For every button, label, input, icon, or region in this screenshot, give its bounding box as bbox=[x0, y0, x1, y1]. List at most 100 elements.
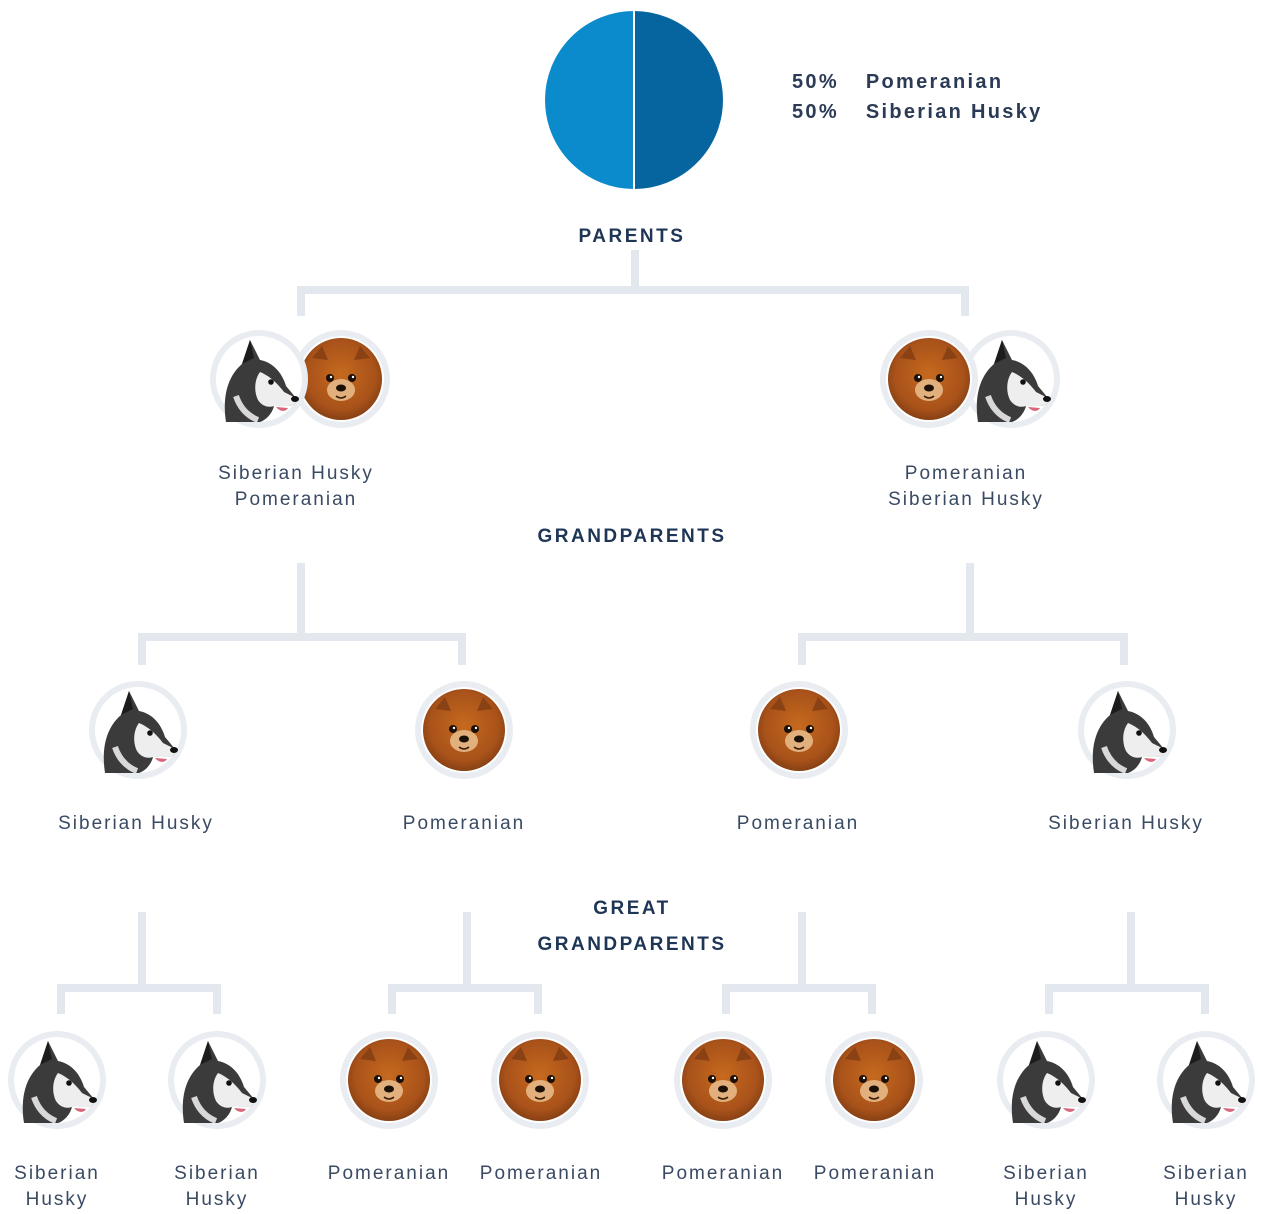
parent-2-avatar-back bbox=[962, 330, 1060, 428]
breed-line: Husky bbox=[1014, 1189, 1078, 1210]
great-grandparent-6-avatar bbox=[825, 1031, 923, 1129]
great-grandparent-5-avatar bbox=[674, 1031, 772, 1129]
legend-row-pomeranian: 50% Pomeranian bbox=[792, 67, 1043, 97]
connector-line bbox=[138, 633, 146, 665]
heading-grandparents: GRANDPARENTS bbox=[537, 526, 727, 547]
legend-breed: Pomeranian bbox=[865, 71, 1004, 93]
connector-line bbox=[463, 912, 471, 992]
breed-line: Siberian bbox=[1003, 1163, 1089, 1184]
great-grandparent-5-label: Pomeranian bbox=[648, 1161, 798, 1187]
husky-icon bbox=[968, 336, 1054, 422]
breed-line: Siberian bbox=[1163, 1163, 1249, 1184]
pie-slice-siberian-husky bbox=[633, 10, 724, 190]
breed-line: Pomeranian bbox=[327, 1163, 451, 1184]
pie-slice-pomeranian bbox=[544, 10, 635, 190]
connector-line bbox=[138, 912, 146, 992]
connector-line bbox=[1120, 633, 1128, 665]
heading-great: GREAT bbox=[593, 898, 671, 919]
connector-line bbox=[57, 984, 221, 992]
parent-1-avatar-front bbox=[210, 330, 308, 428]
breed-line: Pomeranian bbox=[479, 1163, 603, 1184]
connector-line bbox=[722, 984, 876, 992]
legend-percent: 50% bbox=[792, 71, 839, 93]
legend-breed: Siberian Husky bbox=[865, 101, 1043, 123]
great-grandparent-1-avatar bbox=[8, 1031, 106, 1129]
connector-line bbox=[961, 286, 969, 316]
husky-icon bbox=[216, 336, 302, 422]
pomeranian-icon bbox=[831, 1037, 917, 1123]
breed-line: Siberian bbox=[14, 1163, 100, 1184]
composition-legend: 50% Pomeranian 50% Siberian Husky bbox=[792, 67, 1043, 127]
connector-line bbox=[798, 633, 806, 665]
connector-line bbox=[297, 286, 969, 294]
great-grandparent-4-avatar bbox=[491, 1031, 589, 1129]
breed-line: Pomeranian bbox=[904, 463, 1028, 484]
husky-icon bbox=[174, 1037, 260, 1123]
husky-icon bbox=[1003, 1037, 1089, 1123]
breed-line: Pomeranian bbox=[813, 1163, 937, 1184]
grandparent-1-avatar bbox=[89, 681, 187, 779]
connector-line bbox=[722, 984, 730, 1014]
connector-line bbox=[297, 286, 305, 316]
connector-line bbox=[57, 984, 65, 1014]
great-grandparent-3-avatar bbox=[340, 1031, 438, 1129]
great-grandparent-3-label: Pomeranian bbox=[314, 1161, 464, 1187]
breed-line: Siberian Husky bbox=[888, 489, 1044, 510]
breed-line: Siberian Husky bbox=[218, 463, 374, 484]
breed-line: Pomeranian bbox=[661, 1163, 785, 1184]
pomeranian-icon bbox=[497, 1037, 583, 1123]
connector-line bbox=[966, 563, 974, 641]
grandparent-3-label: Pomeranian bbox=[736, 813, 860, 834]
great-grandparent-8-avatar bbox=[1157, 1031, 1255, 1129]
connector-line bbox=[388, 984, 542, 992]
breed-line: Husky bbox=[25, 1189, 89, 1210]
connector-line bbox=[798, 912, 806, 992]
great-grandparent-8-label: Siberian Husky bbox=[1145, 1161, 1265, 1213]
breed-line: Husky bbox=[185, 1189, 249, 1210]
breed-line: Pomeranian bbox=[234, 489, 358, 510]
legend-row-husky: 50% Siberian Husky bbox=[792, 97, 1043, 127]
parent-2-avatar-front bbox=[880, 330, 978, 428]
legend-percent: 50% bbox=[792, 101, 839, 123]
great-grandparent-7-avatar bbox=[997, 1031, 1095, 1129]
connector-line bbox=[534, 984, 542, 1014]
husky-icon bbox=[14, 1037, 100, 1123]
husky-icon bbox=[1084, 687, 1170, 773]
grandparent-4-label: Siberian Husky bbox=[1048, 813, 1204, 834]
connector-line bbox=[1201, 984, 1209, 1014]
grandparent-3-avatar bbox=[750, 681, 848, 779]
connector-line bbox=[798, 633, 1128, 641]
breed-composition-pie bbox=[544, 10, 724, 190]
great-grandparent-6-label: Pomeranian bbox=[800, 1161, 950, 1187]
connector-line bbox=[297, 563, 305, 641]
husky-icon bbox=[95, 687, 181, 773]
parent-2-label: Pomeranian Siberian Husky bbox=[856, 461, 1076, 513]
grandparent-2-label: Pomeranian bbox=[402, 813, 526, 834]
grandparent-2-avatar bbox=[415, 681, 513, 779]
great-grandparent-1-label: Siberian Husky bbox=[0, 1161, 118, 1213]
pomeranian-icon bbox=[680, 1037, 766, 1123]
connector-line bbox=[138, 633, 466, 641]
connector-line bbox=[631, 250, 639, 294]
breed-line: Siberian bbox=[174, 1163, 260, 1184]
great-grandparent-2-label: Siberian Husky bbox=[156, 1161, 278, 1213]
grandparent-4-avatar bbox=[1078, 681, 1176, 779]
pomeranian-icon bbox=[886, 336, 972, 422]
heading-great-grandparents: GRANDPARENTS bbox=[537, 934, 727, 955]
pomeranian-icon bbox=[756, 687, 842, 773]
connector-line bbox=[1045, 984, 1053, 1014]
connector-line bbox=[213, 984, 221, 1014]
husky-icon bbox=[1163, 1037, 1249, 1123]
connector-line bbox=[388, 984, 396, 1014]
pomeranian-icon bbox=[298, 336, 384, 422]
heading-parents: PARENTS bbox=[578, 226, 686, 247]
great-grandparent-4-label: Pomeranian bbox=[466, 1161, 616, 1187]
great-grandparent-2-avatar bbox=[168, 1031, 266, 1129]
connector-line bbox=[458, 633, 466, 665]
connector-line bbox=[868, 984, 876, 1014]
connector-line bbox=[1127, 912, 1135, 992]
great-grandparent-7-label: Siberian Husky bbox=[985, 1161, 1107, 1213]
breed-line: Husky bbox=[1174, 1189, 1238, 1210]
connector-line bbox=[1045, 984, 1209, 992]
pomeranian-icon bbox=[346, 1037, 432, 1123]
